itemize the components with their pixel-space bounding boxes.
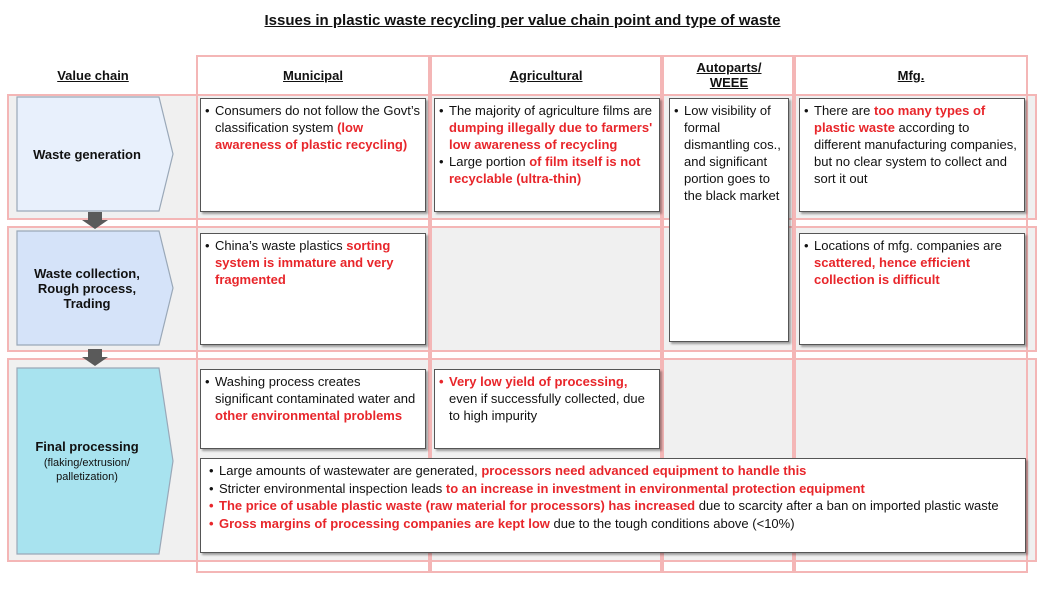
- cell-final-agricultural: •Very low yield of processing, even if s…: [434, 369, 660, 449]
- cell-text: Large amounts of wastewater are generate…: [219, 463, 482, 478]
- cell-highlight: sorting system is immature and very frag…: [215, 238, 394, 287]
- cell-generation-agricultural: •The majority of agriculture films are d…: [434, 98, 660, 212]
- cell-collection-municipal: •China’s waste plastics sorting system i…: [200, 233, 426, 345]
- stage-label: Waste generation: [33, 146, 141, 162]
- cell-highlight: dumping illegally due to farmers' low aw…: [449, 120, 653, 152]
- cell-text: There are: [814, 103, 874, 118]
- cell-text: China’s waste plastics: [215, 238, 347, 253]
- cell-text: even if successfully collected, due to h…: [449, 391, 645, 423]
- stage-waste-generation: Waste generation: [16, 96, 176, 212]
- col-header-autoparts: Autoparts/ WEEE: [696, 60, 762, 90]
- cell-text: according to different manufacturing com…: [814, 120, 1017, 186]
- cell-highlight: other environmental problems: [215, 408, 403, 423]
- cell-final-municipal: •Washing process creates significant con…: [200, 369, 426, 449]
- cell-text: Locations of mfg. companies are: [814, 238, 1002, 253]
- cell-highlight: to an increase in investment in environm…: [445, 480, 865, 496]
- col-frame-agricultural: [430, 55, 662, 573]
- cell-text: The majority of agriculture films are: [449, 103, 653, 118]
- stage-label: Waste collection, Rough process, Trading: [34, 265, 140, 311]
- cell-generation-mfg: •There are too many types of plastic was…: [799, 98, 1025, 212]
- cell-text: Stricter environmental inspection leads: [219, 480, 446, 496]
- down-arrow-icon: [82, 349, 108, 366]
- cell-highlight: The price of usable plastic waste (raw m…: [219, 498, 696, 513]
- list-item: •Gross margins of processing companies a…: [209, 515, 795, 531]
- list-item: •Stricter environmental inspection leads…: [209, 480, 865, 496]
- cell-text: due to the tough conditions above (<10%): [549, 515, 795, 531]
- cell-highlight: scattered, hence efficient collection is…: [814, 255, 971, 287]
- stage-label: Final processing: [35, 438, 139, 454]
- cell-highlight: of film itself is not recyclable (ultra-…: [449, 154, 641, 186]
- cell-text: Washing process creates significant cont…: [215, 374, 416, 406]
- cell-highlight: Gross margins of processing companies ar…: [219, 515, 550, 531]
- cell-text: Large portion: [449, 154, 530, 169]
- chevron-shape: [16, 96, 174, 212]
- col-frame-mfg: [794, 55, 1028, 573]
- cell-text: Consumers do not follow the Govt’s class…: [215, 103, 420, 135]
- list-item: •The price of usable plastic waste (raw …: [209, 498, 999, 513]
- cell-highlight: too many types of plastic waste: [814, 103, 986, 135]
- down-arrow-icon: [82, 212, 108, 229]
- chevron-shape: [16, 367, 174, 555]
- page-title: Issues in plastic waste recycling per va…: [264, 12, 781, 29]
- chevron-shape: [16, 230, 174, 346]
- col-frame-municipal: [196, 55, 430, 573]
- cell-generation-municipal: •Consumers do not follow the Govt’s clas…: [200, 98, 426, 212]
- col-header-value-chain: Value chain: [57, 67, 129, 83]
- cell-text: due to scarcity after a ban on imported …: [695, 498, 999, 513]
- stage-final-processing: Final processing (flaking/extrusion/ pal…: [16, 367, 176, 555]
- col-header-municipal: Municipal: [283, 67, 343, 83]
- cell-highlight: Very low yield of processing,: [449, 374, 628, 389]
- stage-waste-collection: Waste collection, Rough process, Trading: [16, 230, 176, 346]
- stage-sublabel: (flaking/extrusion/ palletization): [43, 456, 131, 483]
- cell-highlight: (low awareness of plastic recycling): [215, 120, 408, 152]
- cell-collection-mfg: •Locations of mfg. companies are scatter…: [799, 233, 1025, 345]
- col-frame-autoparts: [662, 55, 794, 573]
- col-header-mfg: Mfg.: [897, 67, 925, 83]
- cell-generation-autoparts: •Low visibility of formal dismantling co…: [669, 98, 789, 342]
- col-header-agricultural: Agricultural: [509, 67, 583, 83]
- cell-highlight: processors need advanced equipment to ha…: [481, 463, 807, 478]
- cell-final-all-segments: •Large amounts of wastewater are generat…: [200, 458, 1026, 553]
- cell-text: Low visibility of formal dismantling cos…: [684, 103, 781, 203]
- list-item: •Large amounts of wastewater are generat…: [209, 463, 807, 478]
